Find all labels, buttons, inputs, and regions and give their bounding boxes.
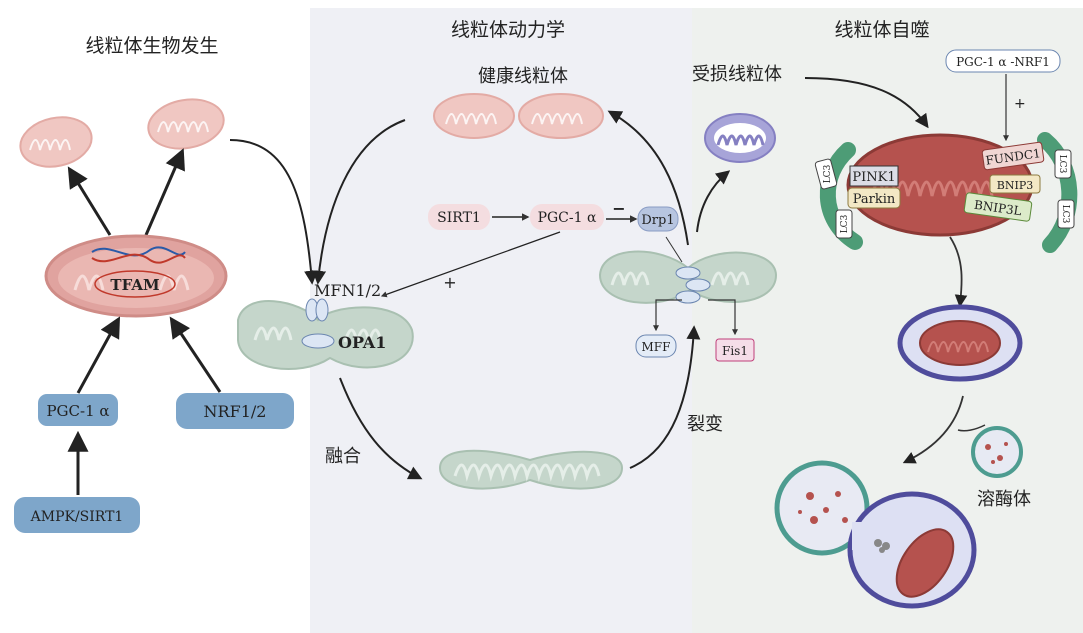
svg-text:PGC-1 α -NRF1: PGC-1 α -NRF1 (956, 55, 1050, 69)
arrow-to-autophagosome (949, 236, 968, 308)
arrow-healthy-to-fusion (312, 119, 406, 285)
lysosome (971, 426, 1023, 478)
new-mitochondrion-right (147, 98, 225, 150)
new-mitochondrion-left (19, 116, 93, 168)
arrow-fission-to-healthy (607, 110, 689, 246)
lc3-tag-4: LC3 (1057, 199, 1075, 229)
svg-text:PGC-1 α: PGC-1 α (46, 402, 109, 420)
arrow-to-mff (653, 299, 682, 332)
fusion-label: 融合 (325, 446, 361, 467)
fission-label: 裂变 (687, 414, 723, 435)
fusion-mitochondria (237, 298, 414, 370)
svg-text:BNIP3: BNIP3 (997, 179, 1033, 192)
parkin-box: Parkin (847, 187, 901, 209)
arrow-fission-to-damaged (696, 170, 731, 233)
svg-text:PINK1: PINK1 (852, 170, 895, 185)
damaged-mitochondrion (704, 113, 776, 163)
dynamics-title: 线粒体动力学 (451, 19, 565, 41)
autophagosome (897, 304, 1023, 382)
bnip3l-box: BNIP3L (963, 192, 1033, 222)
svg-text:LC3: LC3 (823, 164, 833, 183)
fundc1-box: FUNDC1 (981, 141, 1045, 171)
mfn12-label: MFN1/2 (314, 281, 381, 300)
pgc1a-box: PGC-1 α (38, 394, 118, 426)
autophagy-plus: + (1014, 96, 1026, 112)
damaged-mito-label: 受损线粒体 (692, 64, 782, 85)
drp1-box: Drp1 (637, 206, 679, 232)
svg-text:Drp1: Drp1 (641, 213, 674, 228)
arrow-to-autolysosome (902, 395, 964, 464)
arrow-to-new-mito-right (144, 148, 185, 236)
pgc1a-nrf1-box: PGC-1 α -NRF1 (945, 49, 1061, 73)
bnip3-box: BNIP3 (989, 174, 1041, 194)
mff-box: MFF (635, 334, 677, 358)
arrow-elongated-to-fission (629, 325, 701, 469)
lysosome-label: 溶酶体 (977, 489, 1031, 510)
arrow-fusion-to-elongated (339, 377, 423, 480)
svg-text:Parkin: Parkin (853, 192, 896, 207)
svg-text:SIRT1: SIRT1 (437, 210, 481, 226)
biogenesis-title: 线粒体生物发生 (85, 35, 218, 57)
arrow-to-new-mito-left (67, 166, 112, 236)
svg-text:NRF1/2: NRF1/2 (204, 402, 267, 421)
svg-text:BNIP3L: BNIP3L (973, 198, 1022, 219)
autophagy-title: 线粒体自噬 (834, 19, 929, 41)
lc3-tag-3: LC3 (1054, 149, 1072, 179)
svg-text:LC3: LC3 (1057, 155, 1067, 174)
svg-text:LC3: LC3 (840, 214, 850, 233)
ampk-sirt1-box: AMPK/SIRT1 (14, 497, 140, 533)
svg-text:MFF: MFF (642, 340, 671, 354)
arrow-biogenesis-to-fusion (229, 139, 319, 285)
arrow-to-fis1 (708, 299, 738, 336)
lc3-tag-1: LC3 (814, 158, 838, 190)
lc3-tag-2: LC3 (835, 209, 853, 239)
arrow-nrf-to-tfam (169, 316, 222, 393)
arrow-damaged-to-autophagy (804, 77, 929, 129)
pgc1a-dynamics-box: PGC-1 α (530, 204, 604, 230)
pink1-box: PINK1 (849, 165, 899, 187)
inhibit-sign: − (612, 199, 625, 218)
svg-text:LC3: LC3 (1060, 205, 1070, 224)
tfam-label: TFAM (110, 276, 159, 294)
arrow-pgc1a-to-tfam (76, 316, 121, 394)
arrow-lysosome-link (957, 424, 986, 432)
nrf12-box: NRF1/2 (176, 393, 294, 429)
elongated-mitochondrion (438, 449, 624, 490)
dna-helix-icon (91, 246, 186, 257)
tfam-mitochondrion: TFAM (44, 234, 228, 318)
svg-text:PGC-1 α: PGC-1 α (538, 210, 597, 226)
autolysosome (774, 460, 977, 609)
svg-text:AMPK/SIRT1: AMPK/SIRT1 (30, 509, 124, 525)
healthy-mito-label: 健康线粒体 (478, 66, 568, 87)
healthy-mitochondria (433, 93, 604, 139)
fis1-box: Fis1 (715, 338, 755, 362)
phagophore-right (1037, 132, 1078, 253)
promote-sign: + (443, 273, 456, 292)
fission-mitochondrion (598, 236, 778, 304)
svg-text:Fis1: Fis1 (722, 344, 748, 358)
sirt1-box: SIRT1 (428, 204, 490, 230)
arrow-pgc1a-to-mfn (380, 231, 561, 298)
opa1-label: OPA1 (338, 333, 386, 352)
